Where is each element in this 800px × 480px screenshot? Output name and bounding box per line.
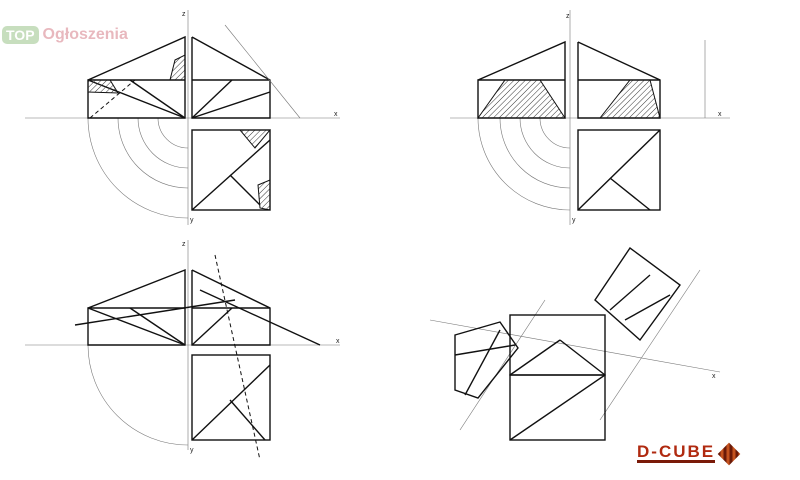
panel-top-right: z x y (450, 10, 730, 225)
x-axis-label-2: x (718, 111, 722, 118)
x-axis-label: x (334, 111, 338, 118)
x-axis-label-4: x (712, 373, 716, 380)
x-axis-label-3: x (336, 338, 340, 345)
z-axis-label-3: z (182, 241, 186, 248)
watermark-logo: TOP Ogłoszenia (2, 26, 128, 44)
y-axis-label-2: y (572, 217, 576, 224)
panel-bottom-left: z x y (25, 240, 340, 461)
panel-bottom-right: x (429, 247, 721, 441)
y-axis-label: y (190, 217, 194, 224)
watermark-brand: TOP (2, 26, 39, 44)
panel-top-left: z x y (25, 10, 340, 225)
cube-icon (717, 442, 741, 465)
y-axis-label-3: y (190, 447, 194, 454)
z-axis-label-2: z (566, 13, 570, 20)
z-axis-label: z (182, 11, 186, 18)
watermark-name: Ogłoszenia (42, 26, 128, 43)
dcube-logo: D-CUBE (637, 442, 741, 465)
dcube-logo-text: D-CUBE (637, 442, 716, 463)
